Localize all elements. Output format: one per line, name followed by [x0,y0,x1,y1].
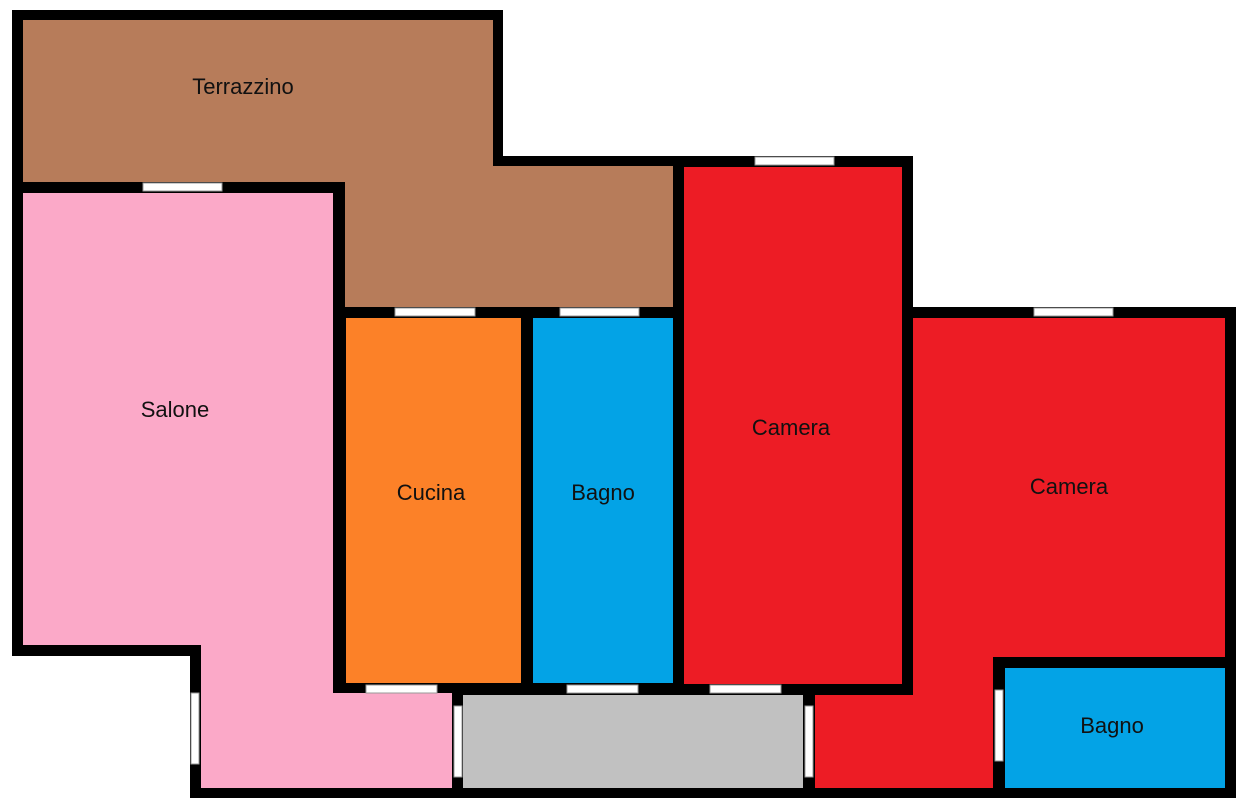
room-camera-2 [815,318,1225,788]
label-cucina: Cucina [397,480,466,505]
room-bagno-1 [533,318,673,683]
label-camera-2: Camera [1030,474,1109,499]
window-camera-1 [754,156,835,166]
door-bagno-1 [566,684,639,694]
rooms [23,20,1225,788]
room-corridoio [463,695,803,788]
door-bagno-2 [994,689,1004,762]
door-bagno-terrazzino [559,307,640,317]
room-terrazzino [23,20,673,307]
label-camera-1: Camera [752,415,831,440]
room-salone [23,193,452,788]
window-camera-2 [1033,307,1114,317]
room-bagno-2 [1005,668,1225,788]
label-salone: Salone [141,397,210,422]
label-bagno-2: Bagno [1080,713,1144,738]
door-ingresso [190,692,200,765]
label-terrazzino: Terrazzino [192,74,293,99]
label-bagno-1: Bagno [571,480,635,505]
door-cucina-terrazzino [394,307,476,317]
labels: Terrazzino Salone Cucina Bagno Camera Ca… [141,74,1144,738]
door-camera-2-corridoio [804,705,814,778]
door-camera-1 [709,684,782,694]
openings [142,156,1114,778]
door-cucina [365,684,438,694]
door-salone-corridoio [453,705,463,778]
window-salone [142,182,223,192]
room-camera-1 [684,167,902,684]
room-cucina [346,318,521,683]
